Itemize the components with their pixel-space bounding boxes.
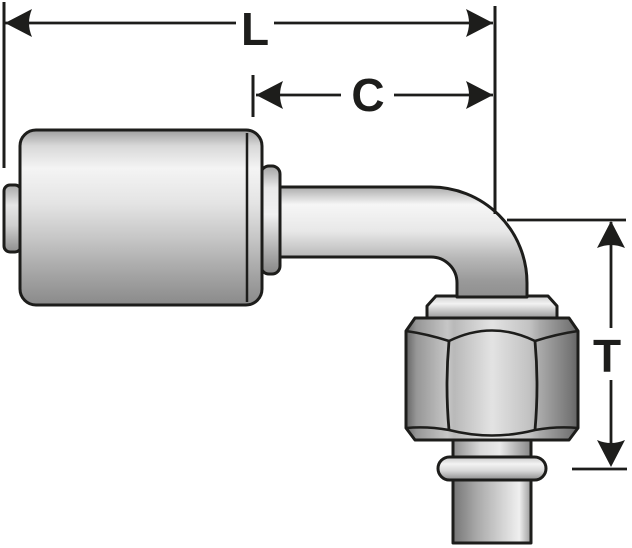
- tube-end: [451, 476, 533, 545]
- arrowhead-down-icon: [597, 440, 625, 467]
- nut-facet-line-right: [533, 340, 539, 431]
- dim-label-cutoff-allowance: C: [351, 69, 384, 121]
- nut-top-chamfer-line: [405, 329, 579, 343]
- arrowhead-right-icon: [466, 9, 493, 37]
- nut-sleeve: [425, 294, 559, 320]
- fitting-body: [2, 128, 580, 545]
- dimension-drop-height: T: [507, 218, 627, 471]
- tube-bead: [436, 455, 548, 482]
- arrowhead-left-icon: [5, 9, 32, 37]
- dim-label-overall-length: L: [241, 3, 269, 55]
- elbow-tube: [270, 185, 529, 299]
- dimension-cutoff-allowance: C: [251, 6, 497, 214]
- arrowhead-right-icon: [466, 81, 493, 109]
- crimp-ferrule: [18, 128, 264, 307]
- nut-facet-line-left: [445, 340, 451, 431]
- hose-stem-nub: [2, 183, 23, 254]
- nut-bottom-chamfer-line: [405, 426, 579, 437]
- dimension-overall-length: L: [2, 2, 493, 168]
- arrowhead-left-icon: [256, 81, 283, 109]
- arrowhead-up-icon: [597, 221, 625, 248]
- dim-label-drop-height: T: [593, 330, 621, 382]
- ferrule-collar: [259, 164, 282, 276]
